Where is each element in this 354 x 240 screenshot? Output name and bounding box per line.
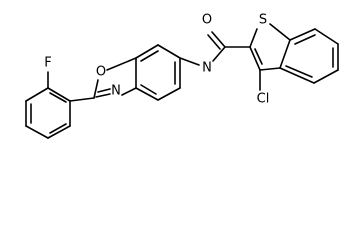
bond [212, 46, 226, 62]
bond [269, 23, 291, 41]
atom-label-oxazole-oxygen: O [96, 65, 106, 80]
atom-label-oxazole-nitrogen: N [111, 84, 121, 99]
atom-label-amide-nitrogen: N [202, 61, 212, 76]
bond [279, 67, 315, 84]
bond [157, 44, 181, 59]
bond [207, 34, 221, 50]
bond [279, 39, 291, 69]
bond [135, 44, 159, 59]
bond [69, 97, 95, 102]
bond [97, 88, 111, 93]
bond [49, 123, 67, 134]
bond [47, 125, 71, 139]
bond [95, 93, 111, 98]
bond [121, 87, 137, 96]
chemical-structure-diagram: O S N H Cl O N F [25, 13, 339, 139]
bond [289, 28, 316, 41]
bond [259, 67, 281, 71]
bond [25, 125, 49, 139]
bond [106, 57, 137, 71]
bond [135, 87, 159, 101]
atom-label-carbonyl-oxygen: O [202, 13, 212, 28]
bond [254, 48, 263, 65]
atom-label-fluorine: F [44, 56, 51, 71]
bond [49, 92, 67, 103]
bond [314, 28, 339, 45]
atom-label-chlorine: Cl [257, 92, 270, 107]
bond [313, 69, 339, 84]
bond [157, 87, 181, 101]
bond [140, 84, 157, 95]
bond [285, 65, 313, 78]
atom-labels: O S N H Cl O N F [44, 13, 269, 107]
atom-label-thiophene-sulfur: S [259, 13, 267, 28]
bond [47, 87, 71, 102]
bond [211, 31, 226, 48]
bond [179, 57, 200, 66]
bond [93, 79, 99, 99]
bond [140, 50, 159, 62]
bond [294, 34, 316, 45]
bond [249, 46, 261, 71]
bond [249, 28, 258, 48]
bond [25, 87, 49, 102]
bonds [25, 23, 339, 139]
